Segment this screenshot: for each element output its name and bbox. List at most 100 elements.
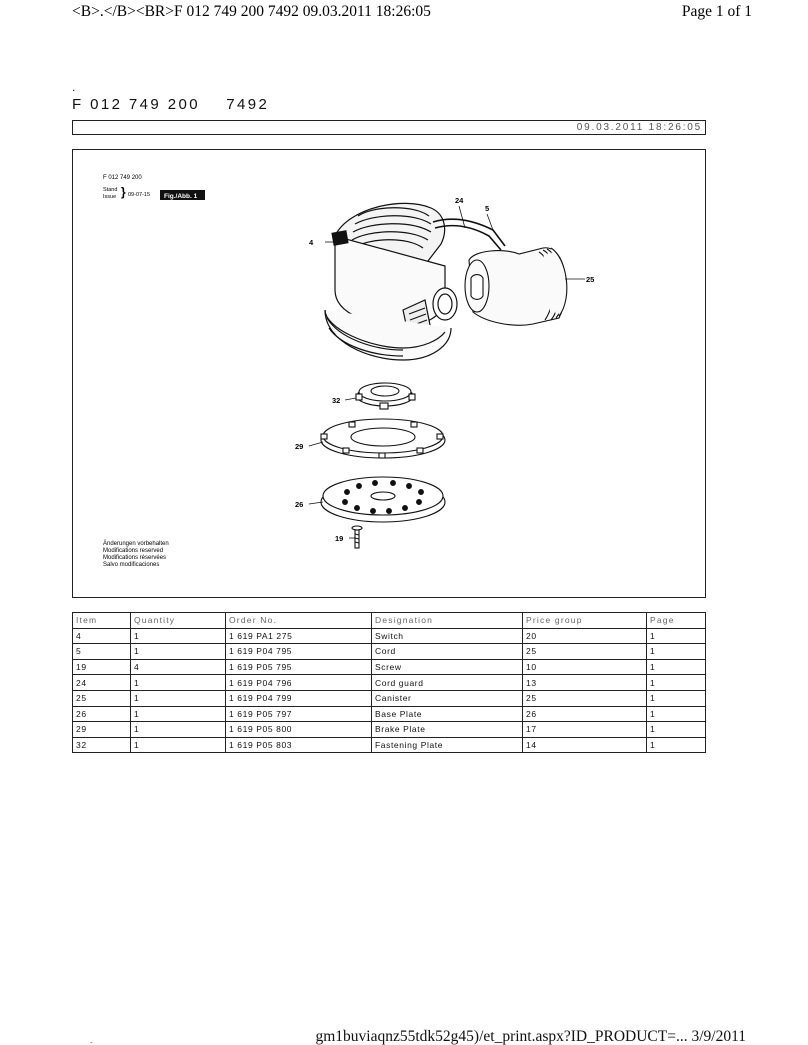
cell-order-no: 1 619 P04 795 xyxy=(225,643,372,660)
exploded-view-drawing: F 012 749 200 Stand Issue } 09-07-15 Fig… xyxy=(103,175,594,568)
cell-designation: Brake Plate xyxy=(371,721,523,738)
cell-item: 24 xyxy=(72,674,131,691)
cell-order-no: 1 619 P05 795 xyxy=(225,658,372,676)
print-header: <B>.</B><BR>F 012 749 200 7492 09.03.201… xyxy=(72,3,752,25)
print-footer: gm1buviaqnz55tdk52g45)/et_print.aspx?ID_… xyxy=(315,1028,746,1045)
cell-quantity: 1 xyxy=(130,736,226,754)
table-row: 26 1 1 619 P05 797 Base Plate 26 1 xyxy=(72,705,706,723)
cell-page: 1 xyxy=(646,674,706,691)
cell-price-group: 20 xyxy=(522,627,647,645)
cell-page: 1 xyxy=(646,627,706,645)
cell-item: 5 xyxy=(72,643,131,660)
cell-quantity: 1 xyxy=(130,674,226,691)
cell-item: 26 xyxy=(72,705,131,723)
cell-order-no: 1 619 P04 799 xyxy=(225,689,372,707)
cell-price-group: 25 xyxy=(522,643,647,660)
disclaimer-en: Modifications reserved xyxy=(103,548,163,554)
cell-quantity: 1 xyxy=(130,627,226,645)
column-header-quantity: Quantity xyxy=(130,612,226,629)
page-counter: Page 1 of 1 xyxy=(681,3,752,20)
cell-page: 1 xyxy=(646,689,706,707)
stand-brace: } xyxy=(121,185,126,199)
cell-item: 32 xyxy=(72,736,131,754)
print-header-title: <B>.</B><BR>F 012 749 200 7492 09.03.201… xyxy=(72,3,431,20)
figure-model-number: F 012 749 200 xyxy=(103,175,142,181)
cell-quantity: 1 xyxy=(130,643,226,660)
cell-quantity: 1 xyxy=(130,689,226,707)
product-title: F 012 749 200 7492 xyxy=(72,96,270,113)
table-row: 5 1 1 619 P04 795 Cord 25 1 xyxy=(72,643,706,660)
disclaimer-es: Salvo modificaciones xyxy=(103,562,159,568)
callout-5: 5 xyxy=(485,204,489,213)
base-plate xyxy=(320,476,446,523)
callout-32: 32 xyxy=(332,396,340,405)
cell-price-group: 14 xyxy=(522,736,647,754)
fig-label-box xyxy=(160,190,205,200)
parts-table: Item Quantity Order No. Designation Pric… xyxy=(72,612,706,754)
cell-page: 1 xyxy=(646,736,706,754)
cell-quantity: 1 xyxy=(130,705,226,723)
timestamp: 09.03.2011 18:26:05 xyxy=(576,122,702,133)
table-row: 24 1 1 619 P04 796 Cord guard 13 1 xyxy=(72,674,706,691)
footer-mark: - xyxy=(90,1038,93,1045)
cell-order-no: 1 619 PA1 275 xyxy=(225,627,372,645)
table-row: 32 1 1 619 P05 803 Fastening Plate 14 1 xyxy=(72,736,706,754)
column-header-item: Item xyxy=(72,612,131,629)
cell-designation: Switch xyxy=(371,627,523,645)
column-header-designation: Designation xyxy=(371,612,523,629)
cell-designation: Canister xyxy=(371,689,523,707)
fig-label: Fig./Abb. 1 xyxy=(164,193,198,200)
cell-order-no: 1 619 P05 797 xyxy=(225,705,372,723)
column-header-price-group: Price group xyxy=(522,612,647,629)
canister xyxy=(464,247,568,326)
cell-item: 4 xyxy=(72,627,131,645)
table-header-row: Item Quantity Order No. Designation Pric… xyxy=(72,612,706,629)
callout-leaders xyxy=(308,205,585,539)
cell-order-no: 1 619 P05 803 xyxy=(225,736,372,754)
cell-price-group: 13 xyxy=(522,674,647,691)
cell-quantity: 1 xyxy=(130,721,226,738)
disclaimer-de: Änderungen vorbehalten xyxy=(103,540,169,547)
cell-item: 25 xyxy=(72,689,131,707)
fastening-plate xyxy=(355,382,416,410)
callout-labels: 4 24 5 25 32 29 26 19 xyxy=(295,196,594,543)
disclaimer-fr: Modifications réservées xyxy=(103,555,166,561)
cell-designation: Cord guard xyxy=(371,674,523,691)
cell-designation: Fastening Plate xyxy=(371,736,523,754)
cell-quantity: 4 xyxy=(130,658,226,676)
cell-designation: Cord xyxy=(371,643,523,660)
timestamp-bar: 09.03.2011 18:26:05 xyxy=(72,120,706,135)
table-row: 29 1 1 619 P05 800 Brake Plate 17 1 xyxy=(72,721,706,738)
callout-19: 19 xyxy=(335,534,343,543)
cell-page: 1 xyxy=(646,705,706,723)
cell-price-group: 10 xyxy=(522,658,647,676)
leading-dot: . xyxy=(72,80,76,94)
stand-date: 09-07-15 xyxy=(128,192,150,198)
cell-order-no: 1 619 P05 800 xyxy=(225,721,372,738)
cell-item: 29 xyxy=(72,721,131,738)
cell-page: 1 xyxy=(646,658,706,676)
screw xyxy=(351,525,363,549)
disclaimer-block: Änderungen vorbehalten Modifications res… xyxy=(103,540,169,568)
cell-order-no: 1 619 P04 796 xyxy=(225,674,372,691)
callout-29: 29 xyxy=(295,442,303,451)
exploded-view-figure: F 012 749 200 Stand Issue } 09-07-15 Fig… xyxy=(72,149,706,598)
column-header-order-no: Order No. xyxy=(225,612,372,629)
callout-4: 4 xyxy=(309,238,314,247)
column-header-page: Page xyxy=(646,612,706,629)
cell-price-group: 25 xyxy=(522,689,647,707)
callout-24: 24 xyxy=(455,196,464,205)
stand-label: Stand xyxy=(103,187,117,193)
issue-label: Issue xyxy=(103,194,116,200)
callout-26: 26 xyxy=(295,500,303,509)
cell-price-group: 26 xyxy=(522,705,647,723)
sander-body xyxy=(324,202,506,361)
table-row: 25 1 1 619 P04 799 Canister 25 1 xyxy=(72,689,706,707)
table-row: 19 4 1 619 P05 795 Screw 10 1 xyxy=(72,658,706,676)
cell-price-group: 17 xyxy=(522,721,647,738)
cell-page: 1 xyxy=(646,721,706,738)
cell-designation: Screw xyxy=(371,658,523,676)
cell-designation: Base Plate xyxy=(371,705,523,723)
table-row: 4 1 1 619 PA1 275 Switch 20 1 xyxy=(72,627,706,645)
cell-page: 1 xyxy=(646,643,706,660)
